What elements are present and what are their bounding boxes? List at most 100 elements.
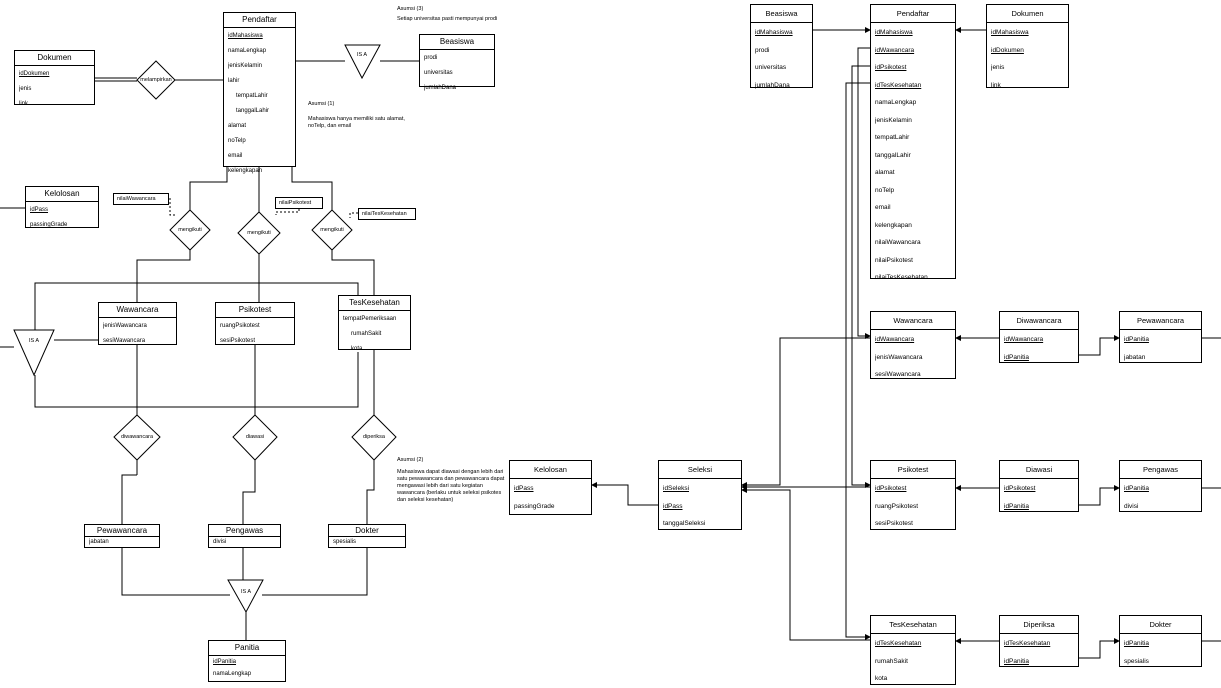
column: idMahasiswa [755, 29, 793, 36]
attr: idPass [30, 207, 49, 213]
column: sesiPsikotest [875, 520, 913, 527]
column: sesiWawancara [875, 371, 921, 378]
label-mengikuti-3: mengikuti [320, 227, 344, 233]
table-title: TesKesehatan [871, 616, 955, 634]
attr: sesiPsikotest [220, 338, 256, 344]
attr: idMahasiswa [228, 33, 263, 39]
table-kelolosan: Kelolosan idPass passingGrade [509, 460, 592, 515]
attr: jenis [19, 86, 32, 92]
attr: namaLengkap [228, 48, 267, 54]
label-melampirkan: melampirkan [140, 77, 172, 83]
attr: rumahSakit [351, 331, 382, 337]
column: idSeleksi [663, 485, 690, 492]
entity-psikotest: Psikotest ruangPsikotest sesiPsikotest [215, 302, 295, 345]
table-beasiswa: Beasiswa idMahasiswa prodi universitas j… [750, 4, 813, 89]
column: nilaiWawancara [875, 239, 921, 246]
attr: lahir [228, 78, 240, 84]
attr: link [19, 101, 29, 107]
attr: tanggalLahir [236, 108, 270, 114]
column: idPanitia [1124, 485, 1149, 492]
column: universitas [755, 64, 787, 71]
table-dokter: Dokter idPanitia spesialis [1119, 615, 1202, 667]
column: idWawancara [875, 46, 915, 54]
column: idPanitia [1124, 640, 1149, 647]
relationship-mengikuti-1 [169, 209, 211, 251]
entity-pewawancara: Pewawancara jabatan [84, 524, 160, 548]
attr: kelengkapan [228, 168, 263, 174]
column: jenisKelamin [875, 116, 912, 124]
column: prodi [755, 46, 770, 54]
relationship-melampirkan [136, 60, 176, 100]
attr: jenisKelamin [228, 63, 263, 69]
table-title: Diawasi [1000, 461, 1078, 479]
table-title: Dokumen [987, 5, 1068, 23]
attr: spesialis [333, 539, 357, 545]
entity-title: Pendaftar [224, 13, 295, 28]
attr-nilai-psikotest: nilaiPsikotest [275, 197, 323, 209]
column: link [991, 81, 1001, 89]
table-title: Kelolosan [510, 461, 591, 479]
entity-title: TesKesehatan [339, 296, 410, 311]
table-title: Pewawancara [1120, 312, 1201, 330]
column: nilaiPsikotest [875, 256, 913, 264]
table-title: Diperiksa [1000, 616, 1078, 634]
relationship-diperiksa [351, 414, 397, 461]
column: idDokumen [991, 46, 1024, 54]
attr: namaLengkap [213, 671, 252, 677]
column: divisi [1124, 502, 1139, 510]
table-pengawas: Pengawas idPanitia divisi [1119, 460, 1202, 512]
column: idMahasiswa [875, 29, 913, 36]
column: email [875, 204, 891, 211]
column: noTelp [875, 186, 895, 194]
label-isa-seleksi: IS A [28, 338, 40, 344]
table-title: Wawancara [871, 312, 955, 330]
column: idMahasiswa [991, 29, 1029, 36]
table-title: Diwawancara [1000, 312, 1078, 330]
asumsi-2-text: Mahasiswa dapat diawasi dengan lebih dar… [397, 469, 505, 503]
attr: kota [351, 346, 363, 352]
table-seleksi: Seleksi idSeleksi idPass tanggalSeleksi [658, 460, 742, 530]
label-diwawancara: diwawancara [120, 434, 154, 440]
column: idPanitia [1004, 502, 1029, 510]
column: alamat [875, 169, 895, 176]
asumsi-1-title: Asumsi (1) [308, 101, 335, 107]
table-title: Beasiswa [751, 5, 812, 23]
label-mengikuti-1: mengikuti [178, 227, 202, 233]
table-pewawancara: Pewawancara idPanitia jabatan [1119, 311, 1202, 363]
label-diperiksa: diperiksa [362, 434, 385, 440]
table-teskesehatan: TesKesehatan idTesKesehatan rumahSakit k… [870, 615, 956, 685]
entity-pendaftar: Pendaftar idMahasiswa namaLengkap jenisK… [223, 12, 296, 174]
attr: noTelp [228, 138, 246, 144]
column: nilaiTesKesehatan [875, 274, 928, 281]
attr: alamat [228, 123, 247, 129]
column: idWawancara [875, 336, 915, 343]
column: tanggalSeleksi [663, 520, 706, 527]
entity-title: Pengawas [209, 525, 280, 537]
relationship-diwawancara [113, 414, 161, 461]
column: idPanitia [1004, 657, 1029, 665]
isa-triangle-beasiswa [344, 44, 381, 80]
attr: email [228, 153, 243, 159]
attr: divisi [213, 539, 227, 545]
column: namaLengkap [875, 99, 917, 106]
entity-dokter: Dokter spesialis [328, 524, 406, 548]
column: idTesKesehatan [875, 81, 922, 89]
table-diperiksa: Diperiksa idTesKesehatan idPanitia [999, 615, 1079, 667]
table-dokumen: Dokumen idMahasiswa idDokumen jenis link [986, 4, 1069, 89]
entity-title: Panitia [209, 641, 285, 656]
relationship-mengikuti-2 [237, 211, 281, 255]
column: kota [875, 675, 888, 682]
column: kelengkapan [875, 221, 912, 229]
column: idTesKesehatan [1004, 640, 1051, 647]
relationship-mengikuti-3 [311, 209, 353, 251]
entity-pengawas: Pengawas divisi [208, 524, 281, 548]
table-title: Psikotest [871, 461, 955, 479]
column: rumahSakit [875, 657, 908, 665]
attr: sesiWawancara [103, 338, 146, 344]
attr: idDokumen [19, 71, 50, 77]
entity-title: Kelolosan [26, 187, 98, 202]
column: spesialis [1124, 657, 1149, 665]
column: passingGrade [514, 502, 555, 510]
